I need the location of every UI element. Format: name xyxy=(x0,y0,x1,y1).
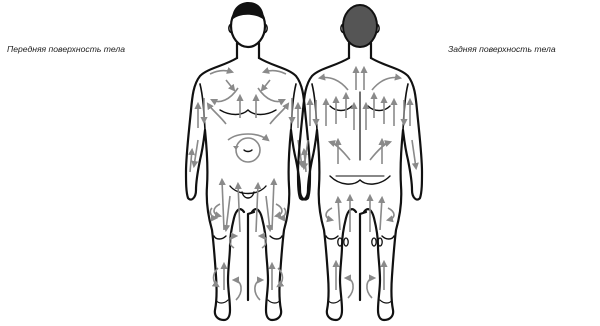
back-body-details xyxy=(330,92,390,184)
back-head xyxy=(343,5,377,47)
front-body-details xyxy=(220,110,276,198)
back-body-figure xyxy=(298,5,422,320)
front-belly-circle-arrow xyxy=(233,138,260,162)
front-body-figure xyxy=(186,2,310,320)
